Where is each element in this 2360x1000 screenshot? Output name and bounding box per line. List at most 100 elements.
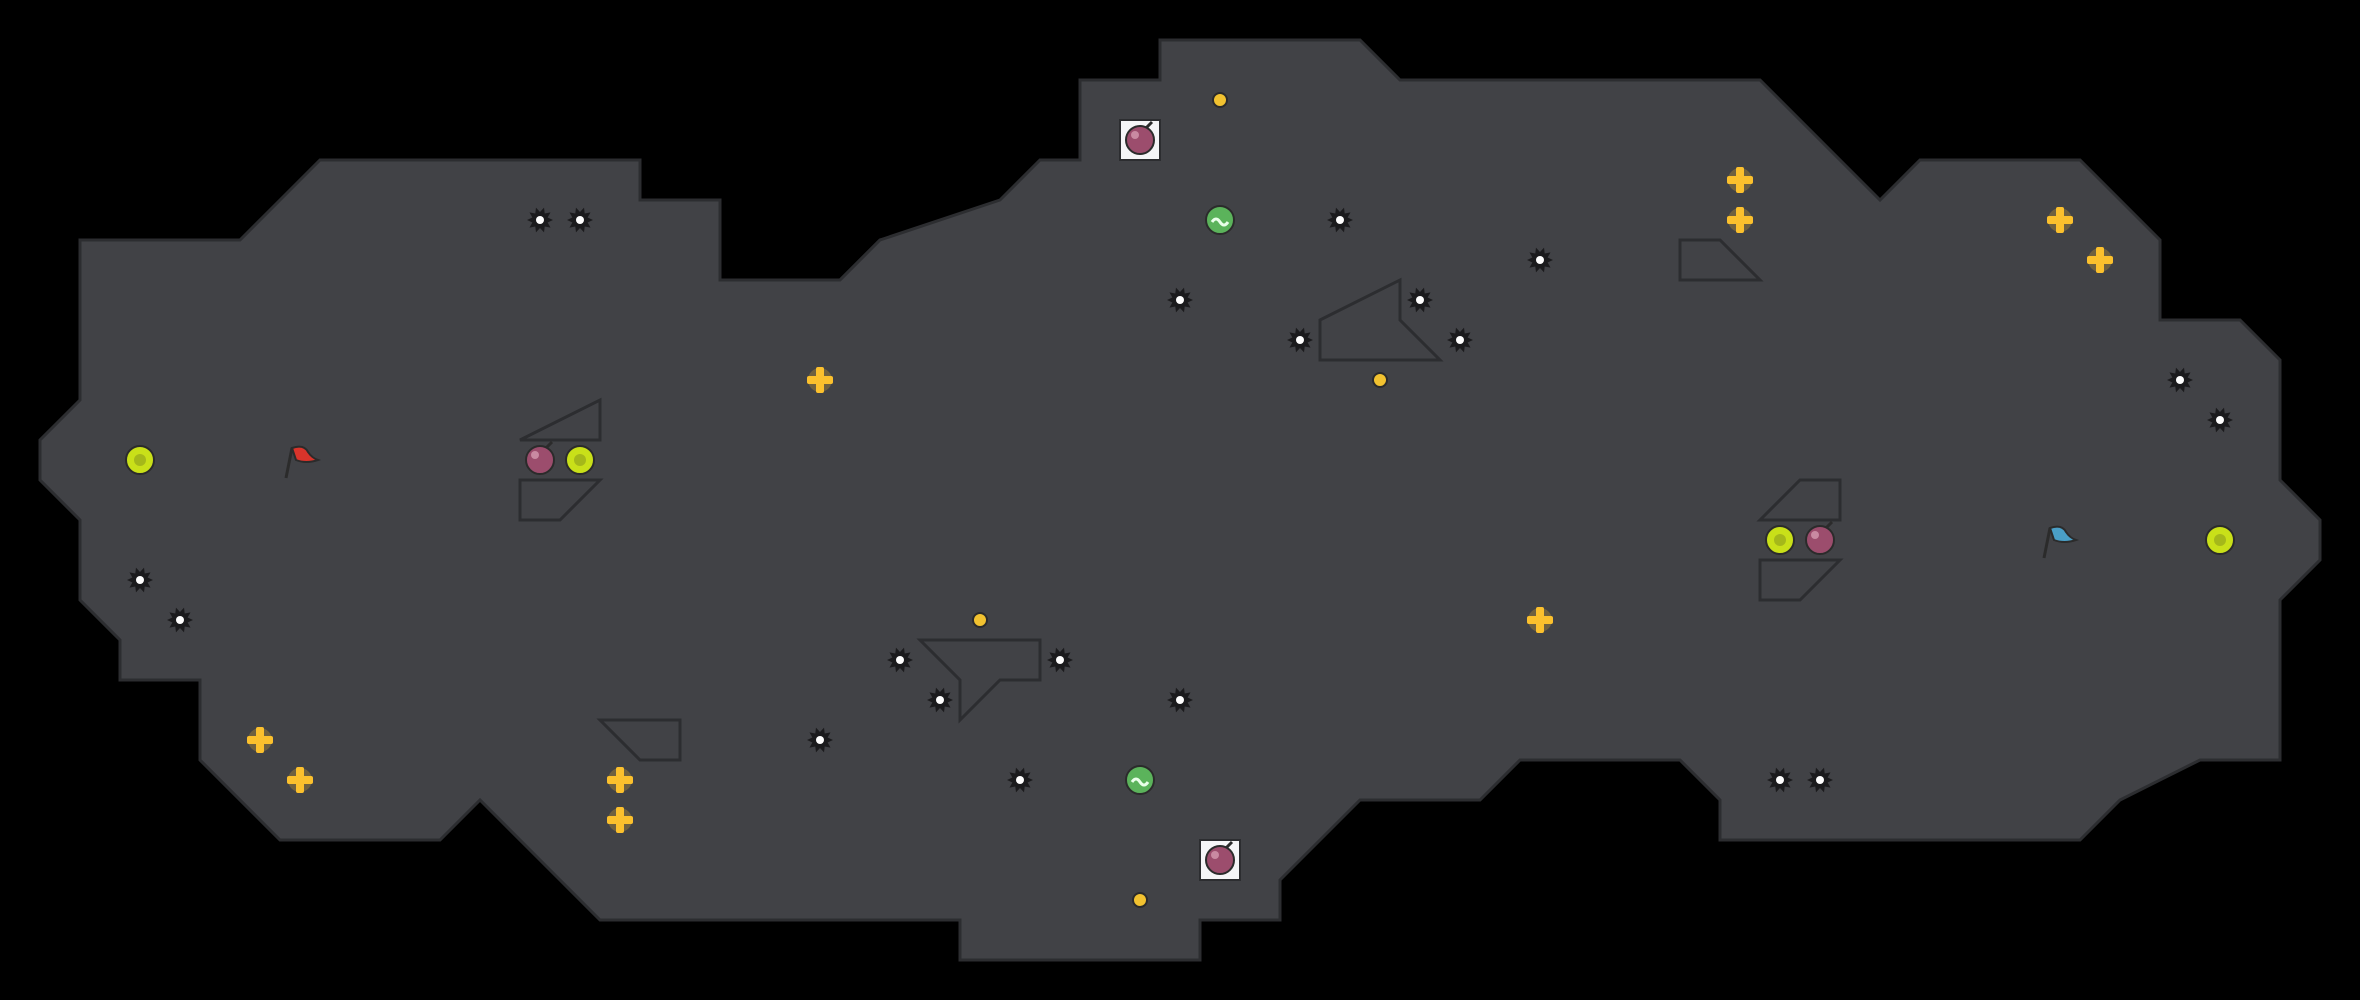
bomb-body [525, 445, 555, 475]
boost-horizontal [287, 776, 313, 784]
spike-center [1416, 296, 1424, 304]
bomb-fuse [1144, 120, 1154, 130]
button-icon [1212, 92, 1228, 108]
spike-icon [1047, 647, 1073, 673]
powerup-core [134, 454, 146, 466]
boost-icon [2087, 247, 2113, 273]
boost-icon [1727, 207, 1753, 233]
boost-horizontal [2087, 256, 2113, 264]
spike-icon [1327, 207, 1353, 233]
map-entities [125, 92, 2235, 908]
inner-wall [1678, 238, 1764, 282]
boost-horizontal [1527, 616, 1553, 624]
flag-cloth [2048, 525, 2080, 543]
bomb-icon [1805, 520, 1835, 555]
bomb-shine [1131, 131, 1139, 139]
bomb-fuse [544, 440, 554, 450]
inner-wall [519, 397, 602, 442]
button-icon [1372, 372, 1388, 388]
spike-center [536, 216, 544, 224]
inner-wall [596, 718, 682, 762]
spike-center [1776, 776, 1784, 784]
blue-flag-icon [2042, 525, 2080, 559]
boost-icon [607, 767, 633, 793]
bomb-shine [1211, 851, 1219, 859]
boost-icon [287, 767, 313, 793]
spike-icon [567, 207, 593, 233]
powerup-icon [565, 445, 595, 475]
jukejuice-wave [1130, 777, 1150, 787]
bomb-icon [1119, 119, 1161, 161]
jukejuice-wave [1210, 217, 1230, 227]
inner-wall [1756, 478, 1842, 522]
spike-icon [127, 567, 153, 593]
spike-center [1176, 696, 1184, 704]
bomb-body [1805, 525, 1835, 555]
spike-icon [887, 647, 913, 673]
flag-pole [284, 447, 294, 479]
bomb-body [1205, 845, 1235, 875]
powerup-core [2214, 534, 2226, 546]
flag-pole [2042, 527, 2052, 559]
boost-icon [807, 367, 833, 393]
jukejuice-icon [1205, 205, 1235, 235]
spike-icon [527, 207, 553, 233]
spike-center [936, 696, 944, 704]
inner-wall [518, 478, 604, 522]
jukejuice-icon [1125, 765, 1155, 795]
inner-wall [1318, 277, 1444, 362]
spike-icon [1807, 767, 1833, 793]
spike-center [1016, 776, 1024, 784]
spike-icon [1167, 687, 1193, 713]
spike-icon [1767, 767, 1793, 793]
spike-icon [927, 687, 953, 713]
spike-center [896, 656, 904, 664]
spike-center [2216, 416, 2224, 424]
bomb-icon [1199, 839, 1241, 881]
spike-icon [2167, 367, 2193, 393]
boost-icon [1527, 607, 1553, 633]
spike-icon [1167, 287, 1193, 313]
powerup-icon [125, 445, 155, 475]
boost-horizontal [1727, 216, 1753, 224]
boost-horizontal [607, 816, 633, 824]
boost-horizontal [2047, 216, 2073, 224]
bomb-fuse [1224, 840, 1234, 850]
boost-horizontal [807, 376, 833, 384]
spike-center [1296, 336, 1304, 344]
button-icon [972, 612, 988, 628]
boost-icon [1727, 167, 1753, 193]
spike-icon [1447, 327, 1473, 353]
spike-center [1816, 776, 1824, 784]
powerup-core [574, 454, 586, 466]
spike-center [176, 616, 184, 624]
button-body [1212, 92, 1228, 108]
spike-icon [167, 607, 193, 633]
boost-horizontal [247, 736, 273, 744]
button-body [1132, 892, 1148, 908]
spike-icon [1287, 327, 1313, 353]
spike-icon [1527, 247, 1553, 273]
bomb-fuse [1824, 520, 1834, 530]
spike-center [816, 736, 824, 744]
spike-center [576, 216, 584, 224]
spike-icon [2207, 407, 2233, 433]
spike-center [1056, 656, 1064, 664]
powerup-icon [1765, 525, 1795, 555]
spike-center [136, 576, 144, 584]
powerup-core [1774, 534, 1786, 546]
boost-icon [247, 727, 273, 753]
spike-icon [1007, 767, 1033, 793]
boost-horizontal [1727, 176, 1753, 184]
spike-icon [807, 727, 833, 753]
flag-cloth [290, 445, 322, 463]
boost-icon [607, 807, 633, 833]
red-flag-icon [284, 445, 322, 479]
bomb-body [1125, 125, 1155, 155]
inner-wall [916, 638, 1042, 724]
bomb-shine [1811, 531, 1819, 539]
button-icon [1132, 892, 1148, 908]
outer-wall [38, 38, 2322, 962]
bomb-shine [531, 451, 539, 459]
